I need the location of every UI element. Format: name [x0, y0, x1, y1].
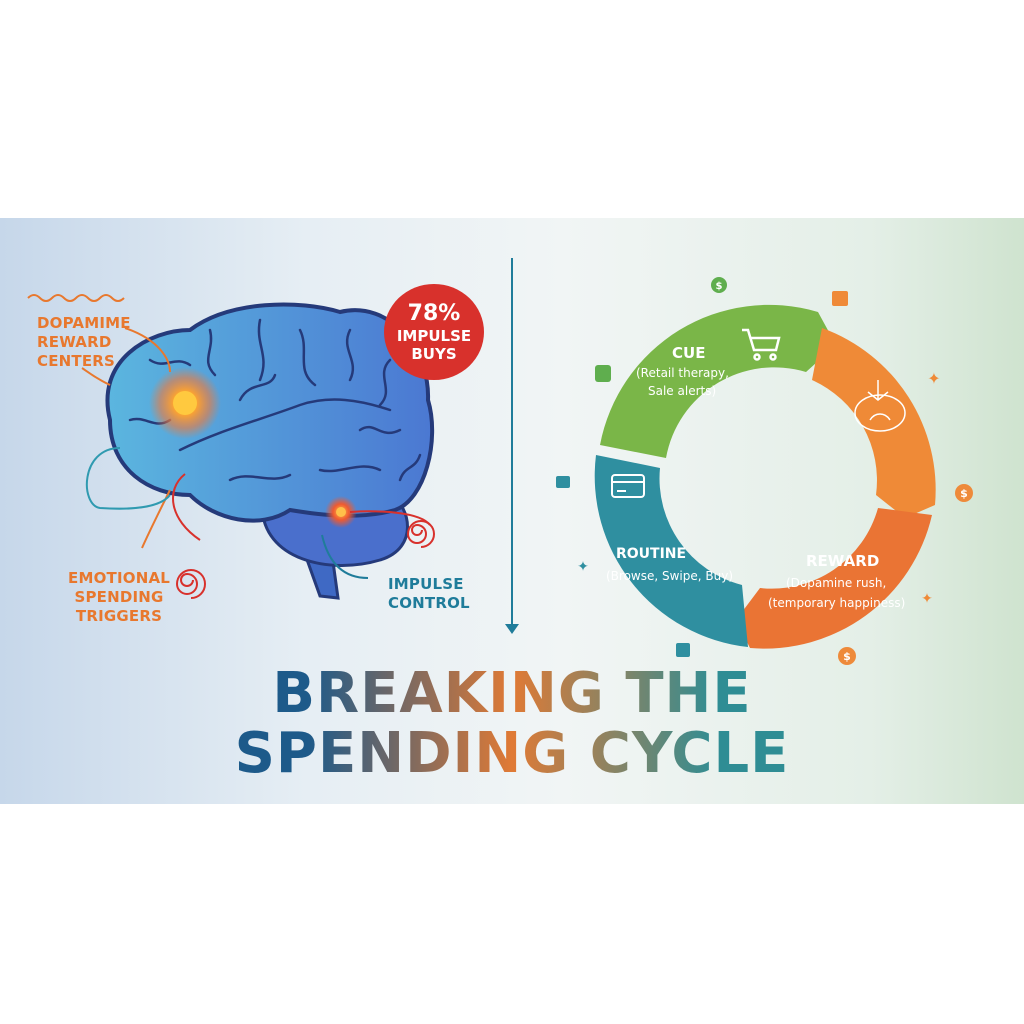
loop-teal [86, 447, 171, 510]
emotional-triggers-label: EMOTIONAL SPENDING TRIGGERS [68, 569, 170, 626]
svg-text:$: $ [716, 281, 723, 292]
label-line: EMOTIONAL [68, 569, 171, 587]
svg-text:$: $ [843, 650, 851, 663]
cue-title: CUE [672, 344, 705, 362]
routine-title: ROUTINE [616, 546, 686, 562]
dopamine-reward-label: DOPAMIME REWARD CENTERS [37, 314, 131, 371]
reward-title: REWARD [806, 552, 879, 570]
cycle-segment-reward [736, 508, 932, 649]
shopping-bag-icon [556, 476, 570, 488]
credit-card-icon [611, 474, 645, 498]
cue-detail-1: (Retail therapy, [636, 366, 729, 380]
sparkle-icon: ✦ [577, 559, 589, 575]
cue-detail-2: Sale alerts) [648, 384, 716, 398]
badge-percent: 78% [407, 301, 461, 326]
impulse-buys-badge: 78% IMPULSE BUYS [384, 284, 484, 380]
title-line-1: BREAKING THE [0, 664, 1024, 724]
brain-illustration [105, 302, 435, 600]
badge-line: IMPULSE [396, 327, 472, 345]
shopping-bag-icon [595, 365, 611, 382]
arrow-red [172, 473, 201, 541]
shopping-cart-icon [742, 328, 781, 361]
label-line: SPENDING [74, 588, 164, 606]
arrow-dopamine-2 [81, 367, 111, 386]
sparkle-icon: ✦ [927, 369, 940, 388]
brain-burst-icon [854, 380, 906, 432]
label-line: IMPULSE [388, 575, 464, 593]
arrow-emotional [141, 489, 171, 549]
spending-cycle-ring: CUE (Retail therapy, Sale alerts) ROUTIN… [594, 304, 936, 649]
impulse-control-label: IMPULSE CONTROL [388, 575, 470, 613]
reward-detail-2: (temporary happiness) [768, 596, 905, 610]
svg-text:$: $ [960, 487, 968, 500]
badge-line: BUYS [411, 345, 457, 363]
arrow-dopamine [124, 327, 171, 373]
routine-detail: (Browse, Swipe, Buy) [606, 569, 733, 583]
label-line: CENTERS [37, 352, 116, 370]
spiral-red-2 [406, 520, 435, 548]
label-line: TRIGGERS [75, 607, 163, 625]
divider-arrow-line [511, 258, 513, 626]
dollar-coin-icon [838, 647, 856, 665]
cycle-segment-cue [600, 304, 836, 458]
title-line-2: SPENDING CYCLE [0, 724, 1024, 784]
wavy-line-decoration [27, 294, 125, 302]
cycle-segment-dopamine [812, 328, 936, 518]
shopping-bag-icon [832, 291, 848, 306]
sparkle-icon: ✦ [921, 591, 933, 607]
dollar-coin-icon [711, 277, 727, 293]
spiral-red-1 [175, 569, 206, 599]
label-line: CONTROL [388, 594, 470, 612]
dollar-coin-icon [955, 484, 973, 502]
decor-icons: $ $ $ ✦ ✦ ✦ [556, 277, 973, 665]
label-line: DOPAMIME [37, 314, 131, 332]
arrow-down-icon [505, 624, 519, 634]
cycle-segment-routine [594, 455, 748, 647]
reward-detail-1: (Dopamine rush, [786, 576, 886, 590]
shopping-bag-icon [676, 643, 690, 657]
arrow-impulse-control [321, 534, 369, 579]
label-line: REWARD [37, 333, 112, 351]
